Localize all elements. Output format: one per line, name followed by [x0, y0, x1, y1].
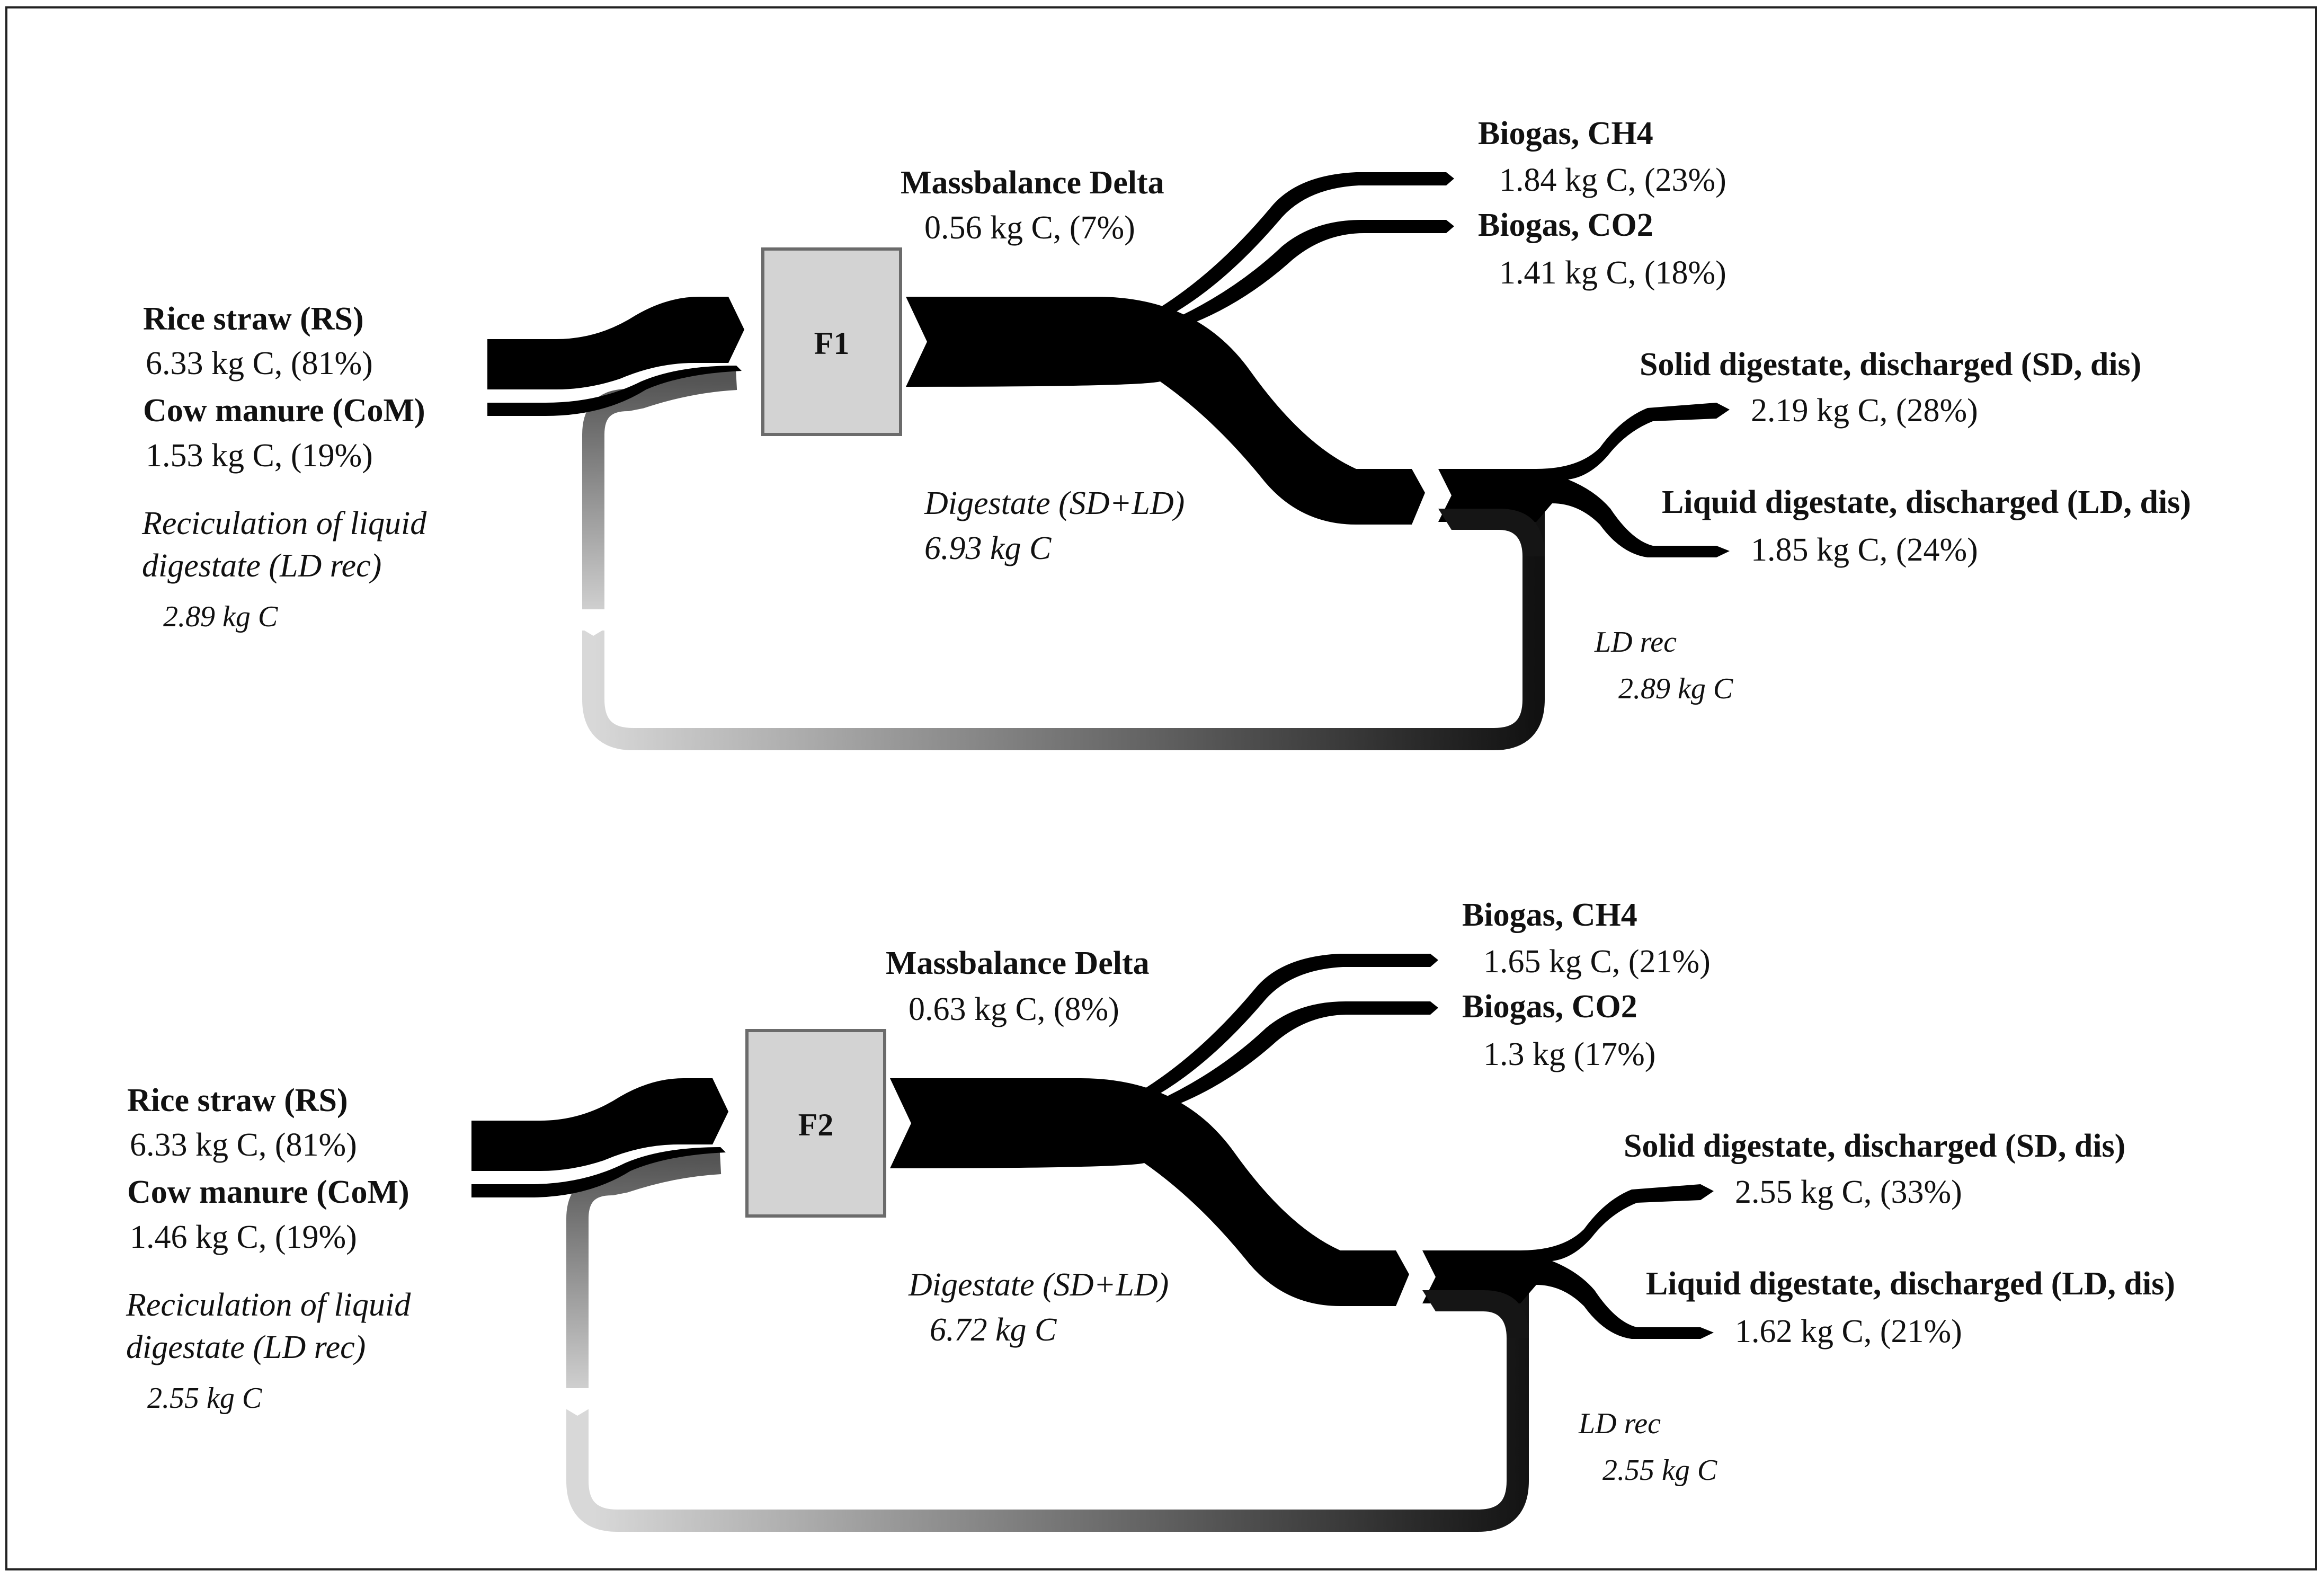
co2-label-group-f1: Biogas, CO2 1.41 kg C, (18%) [1478, 207, 1726, 291]
sd-label-group-f2: Solid digestate, discharged (SD, dis) 2.… [1624, 1128, 2125, 1210]
delta-label: Massbalance Delta [886, 945, 1150, 981]
com-value: 1.53 kg C, (19%) [146, 438, 373, 474]
sd-label-group-f1: Solid digestate, discharged (SD, dis) 2.… [1640, 347, 2141, 429]
com-label: Cow manure (CoM) [127, 1174, 409, 1210]
delta-label-group-f1: Massbalance Delta 0.56 kg C, (7%) [901, 165, 1164, 246]
rs-value: 6.33 kg C, (81%) [130, 1127, 357, 1163]
rec-value: 2.55 kg C [147, 1382, 262, 1415]
ch4-value: 1.84 kg C, (23%) [1499, 162, 1726, 198]
digestate-label-group-f2: Digestate (SD+LD) 6.72 kg C [908, 1267, 1169, 1348]
ld-value: 1.62 kg C, (21%) [1735, 1313, 1962, 1350]
com-input-flow [471, 1147, 726, 1197]
rs-label-group-f2: Rice straw (RS) 6.33 kg C, (81%) [127, 1082, 357, 1163]
sankey-diagram-f2: F2 Rice straw (RS) 6.33 kg C, (81%) Cow … [126, 897, 2175, 1532]
rec-break-mark [564, 1388, 591, 1416]
com-value: 1.46 kg C, (19%) [130, 1219, 357, 1255]
com-label-group-f2: Cow manure (CoM) 1.46 kg C, (19%) [127, 1174, 409, 1255]
ldrec-label-group-f1: LD rec 2.89 kg C [1594, 626, 1733, 705]
co2-flow-f2 [1155, 1001, 1438, 1110]
process-box-f2 [745, 1029, 886, 1218]
com-input-flow [487, 366, 742, 416]
ch4-value: 1.65 kg C, (21%) [1483, 944, 1711, 980]
ld-label-group-f1: Liquid digestate, discharged (LD, dis) 1… [1662, 484, 2191, 568]
sd-value: 2.55 kg C, (33%) [1735, 1174, 1962, 1210]
delta-label: Massbalance Delta [901, 165, 1164, 201]
rec-label-group-f2: Reciculation of liquid digestate (LD rec… [126, 1287, 411, 1415]
ldrec-value: 2.55 kg C [1602, 1454, 1717, 1487]
digestate-value: 6.93 kg C [924, 530, 1052, 566]
digestate-label: Digestate (SD+LD) [908, 1267, 1169, 1303]
co2-value: 1.3 kg (17%) [1483, 1036, 1655, 1072]
sd-label: Solid digestate, discharged (SD, dis) [1624, 1128, 2125, 1164]
co2-flow-f1 [1171, 220, 1454, 329]
rec-label-line1: Reciculation of liquid [141, 505, 427, 542]
com-label: Cow manure (CoM) [143, 393, 425, 429]
rec-value: 2.89 kg C [163, 600, 278, 633]
rs-value: 6.33 kg C, (81%) [146, 345, 373, 381]
rs-input-flow [487, 297, 744, 389]
ch4-label: Biogas, CH4 [1478, 116, 1653, 152]
co2-label: Biogas, CO2 [1478, 207, 1653, 243]
ch4-label: Biogas, CH4 [1462, 897, 1637, 933]
digestate-value: 6.72 kg C [930, 1312, 1057, 1348]
co2-label: Biogas, CO2 [1462, 989, 1637, 1025]
process-label-f2: F2 [798, 1107, 834, 1142]
figure-frame [5, 6, 2317, 1570]
ldrec-label: LD rec [1578, 1407, 1661, 1440]
ldrec-label: LD rec [1594, 626, 1677, 659]
ld-label: Liquid digestate, discharged (LD, dis) [1662, 484, 2191, 520]
sd-value: 2.19 kg C, (28%) [1751, 393, 1978, 429]
delta-label-group-f2: Massbalance Delta 0.63 kg C, (8%) [886, 945, 1150, 1027]
digestate-label: Digestate (SD+LD) [924, 485, 1185, 521]
rs-label: Rice straw (RS) [127, 1082, 348, 1119]
rec-label-line2: digestate (LD rec) [142, 548, 381, 584]
rs-input-flow [471, 1078, 728, 1171]
ld-rec-return-flow [566, 1152, 722, 1388]
ch4-label-group-f2: Biogas, CH4 1.65 kg C, (21%) [1462, 897, 1711, 980]
ld-rec-start-f2 [1422, 1290, 1529, 1338]
process-box-f1 [761, 247, 902, 436]
co2-value: 1.41 kg C, (18%) [1499, 255, 1726, 291]
ld-rec-loop-flow [582, 509, 1545, 750]
main-outflow-f1 [906, 297, 1425, 525]
process-label-f1: F1 [814, 326, 850, 361]
delta-value: 0.63 kg C, (8%) [909, 991, 1119, 1027]
ld-label: Liquid digestate, discharged (LD, dis) [1646, 1266, 2175, 1302]
ldrec-label-group-f2: LD rec 2.55 kg C [1578, 1407, 1717, 1487]
sd-label: Solid digestate, discharged (SD, dis) [1640, 347, 2141, 383]
main-outflow-f2 [890, 1078, 1409, 1306]
ldrec-value: 2.89 kg C [1618, 672, 1733, 705]
rec-label-line2: digestate (LD rec) [126, 1329, 366, 1365]
digestate-split-f1 [1438, 403, 1730, 557]
rec-label-line1: Reciculation of liquid [126, 1287, 411, 1323]
co2-label-group-f2: Biogas, CO2 1.3 kg (17%) [1462, 989, 1655, 1072]
delta-value: 0.56 kg C, (7%) [924, 210, 1135, 246]
ch4-label-group-f1: Biogas, CH4 1.84 kg C, (23%) [1478, 116, 1726, 198]
rec-break-mark [580, 608, 607, 636]
ld-rec-return-flow [582, 368, 737, 609]
digestate-label-group-f1: Digestate (SD+LD) 6.93 kg C [924, 485, 1185, 566]
rec-label-group-f1: Reciculation of liquid digestate (LD rec… [141, 505, 427, 633]
com-label-group-f1: Cow manure (CoM) 1.53 kg C, (19%) [143, 393, 425, 474]
ld-label-group-f2: Liquid digestate, discharged (LD, dis) 1… [1646, 1266, 2175, 1350]
ld-rec-start-f1 [1438, 509, 1545, 556]
rs-label-group-f1: Rice straw (RS) 6.33 kg C, (81%) [143, 301, 373, 381]
ld-rec-loop-flow [566, 1293, 1529, 1532]
sankey-diagram-f1: F1 Rice straw (RS) 6.33 kg C, (81%) Cow … [141, 116, 2191, 750]
rs-label: Rice straw (RS) [143, 301, 364, 337]
digestate-split-f2 [1422, 1184, 1714, 1339]
ld-value: 1.85 kg C, (24%) [1751, 532, 1978, 568]
